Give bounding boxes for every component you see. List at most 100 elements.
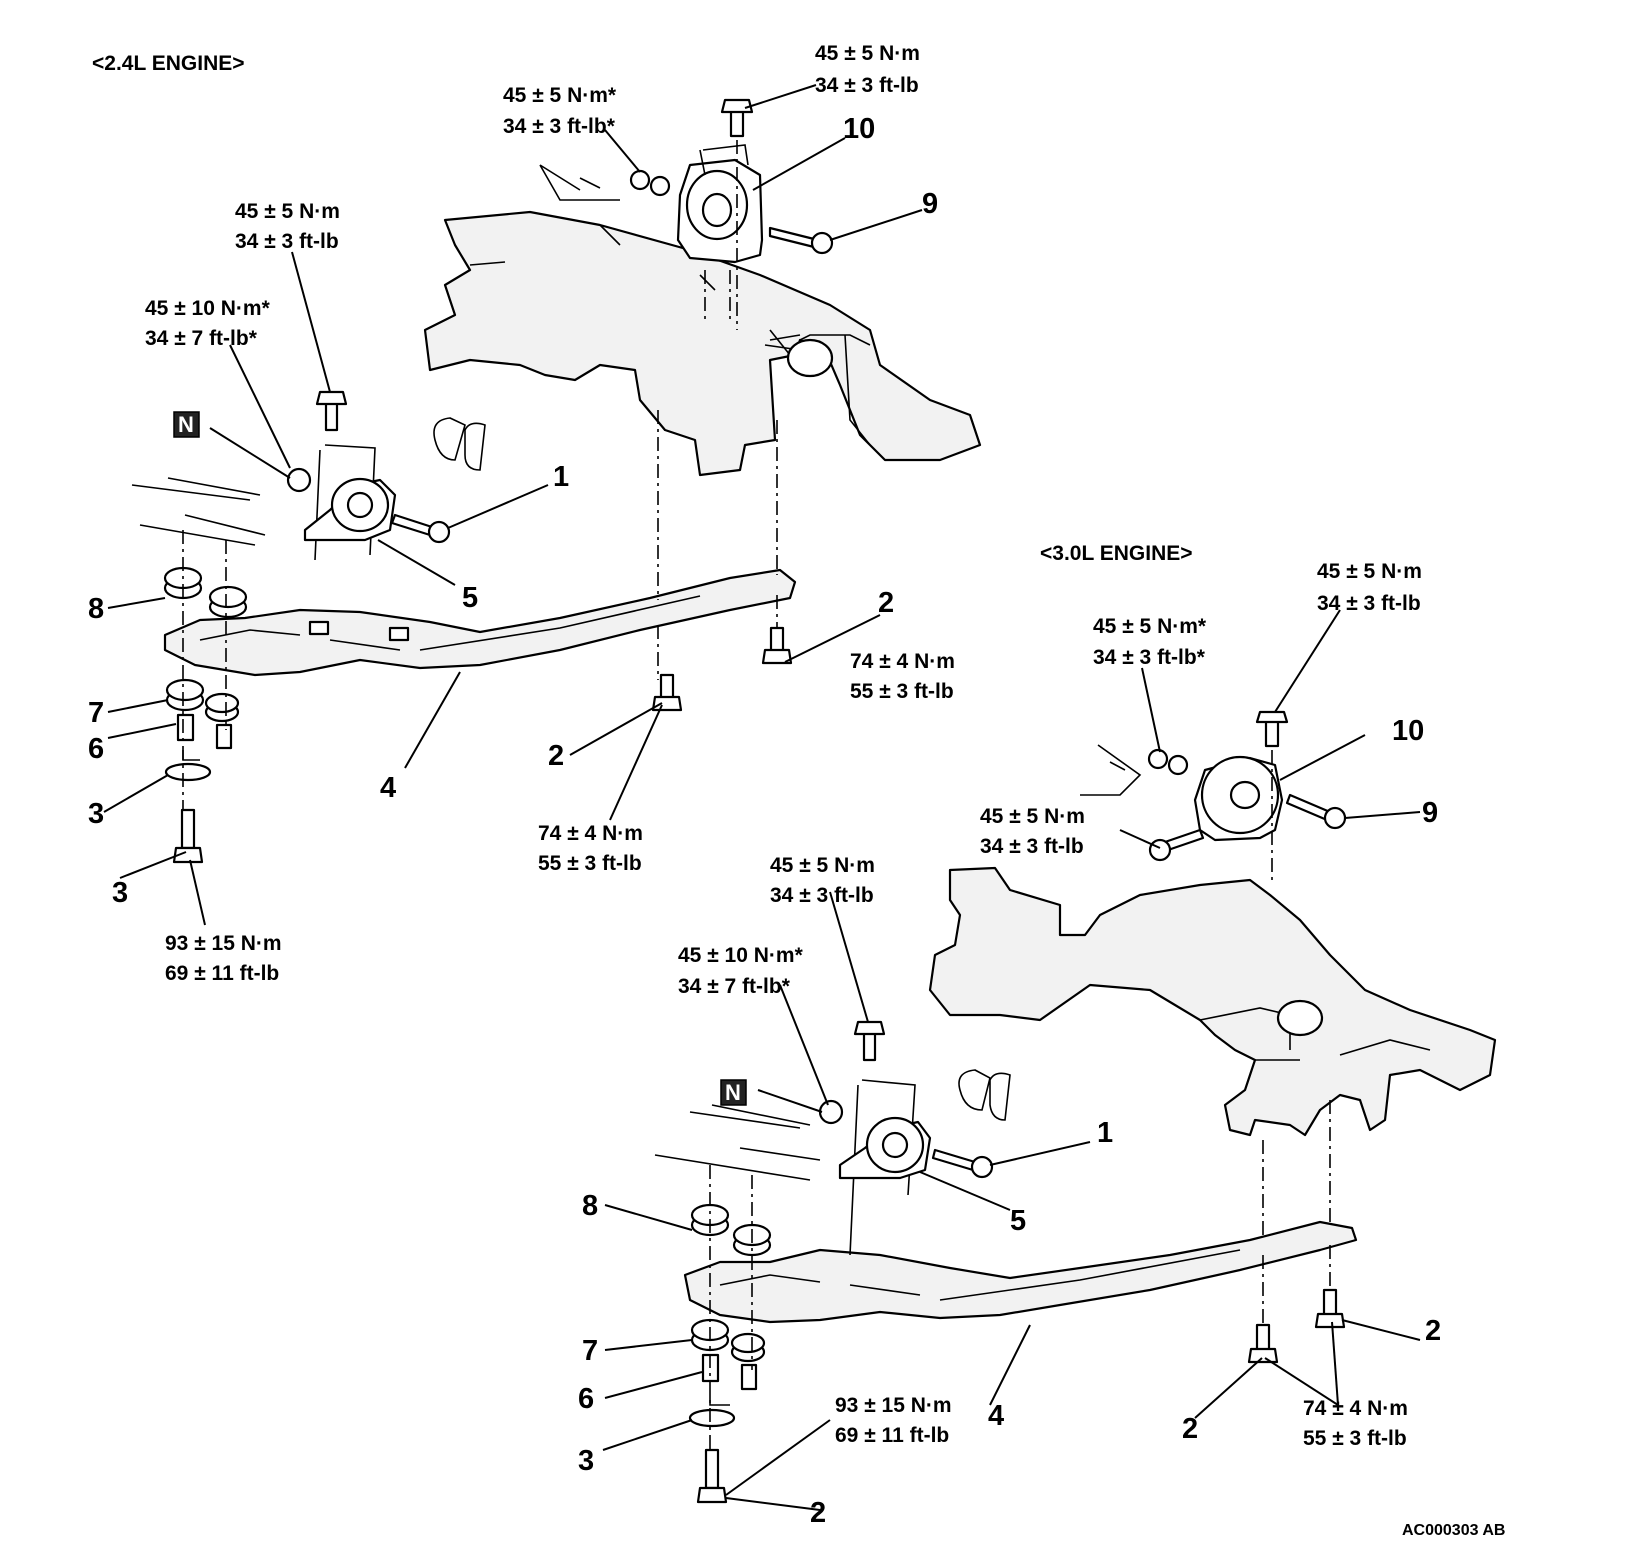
collar-6b-3-0l xyxy=(740,1363,758,1391)
guide-lines-3-0l xyxy=(654,1104,821,1181)
header-3-0l-engine: <3.0L ENGINE> xyxy=(1040,542,1193,565)
side-bolt-shank-3-0l xyxy=(1163,828,1205,852)
torque-bolt2-lower-3-0l-ftlb: 69 ± 11 ft-lb xyxy=(835,1424,949,1447)
engine-post-boss xyxy=(786,338,834,378)
mount-top-bolt-head-2-4l xyxy=(720,98,754,114)
torque-10-top-nm: 45 ± 5 N·m xyxy=(815,42,920,65)
crossmember-3-0l-detail xyxy=(719,1249,1241,1301)
torque-mount5-bolt-3-0l-nm: 45 ± 5 N·m xyxy=(770,854,875,877)
side-bolt-head-3-0l xyxy=(1148,838,1172,862)
label-8-3-0l: 8 xyxy=(582,1190,598,1222)
bolt-2b-shank-2-4l xyxy=(769,626,785,654)
torque-10-3-0l-nm: 45 ± 5 N·m xyxy=(1317,560,1422,583)
torque-bolt2b-nm: 74 ± 4 N·m xyxy=(850,650,955,673)
label-1-3-0l: 1 xyxy=(1097,1117,1113,1149)
engine-edge-lines xyxy=(469,224,716,291)
label-7-3-0l: 7 xyxy=(582,1335,598,1367)
label-9-2-4l: 9 xyxy=(922,188,938,220)
bracket-pair-3-0l xyxy=(958,1069,1011,1121)
label-10-2-4l: 10 xyxy=(843,113,875,145)
washer-3-3-0l xyxy=(688,1408,736,1428)
bolt-1-head-2-4l xyxy=(427,520,451,544)
guide-lines-2-4l xyxy=(131,477,266,546)
bolt-1-head-3-0l xyxy=(970,1155,994,1179)
crossmember-tab xyxy=(388,626,410,642)
rear-mount-3-0l-bushing-inner xyxy=(881,1131,909,1159)
torque-bolt2a-ftlb: 55 ± 3 ft-lb xyxy=(538,852,642,875)
torque-mount5-bolt-nm: 45 ± 5 N·m xyxy=(235,200,340,223)
crossmember-tab xyxy=(308,620,330,636)
label-4-2-4l: 4 xyxy=(380,772,396,804)
torque-side-bolt-3-0l-nm: 45 ± 5 N·m xyxy=(980,805,1085,828)
crossmember-4-2-4l xyxy=(163,568,797,677)
bolt-2a-3-0l-head xyxy=(1247,1347,1279,1364)
torque-bolt3-ftlb: 69 ± 11 ft-lb xyxy=(165,962,279,985)
centerline-jog xyxy=(709,1395,730,1406)
bushing-7b-3-0l-top xyxy=(730,1332,766,1354)
mount-top-bolt-3-0l xyxy=(1264,718,1280,748)
label-2b-2-4l: 2 xyxy=(878,587,894,619)
mount-5-bolt-head-3-0l xyxy=(853,1020,886,1036)
torque-nut-3-0l-nm: 45 ± 5 N·m* xyxy=(1093,615,1207,638)
bolt-2a-3-0l-shank xyxy=(1255,1323,1271,1353)
centerline-jog xyxy=(182,750,200,761)
bolt-2b-3-0l-shank xyxy=(1322,1288,1338,1318)
bolt-9-shank-2-4l xyxy=(768,226,820,250)
n-symbol-box-3-0l xyxy=(720,1079,747,1106)
engine-body-detail xyxy=(769,329,871,446)
engine-mount-3-0l-bushing-inner xyxy=(1229,780,1261,810)
bushing-7b-top xyxy=(204,692,240,714)
leaders-2-4l xyxy=(103,84,923,926)
label-9-3-0l: 9 xyxy=(1422,797,1438,829)
bolt-1-shank-3-0l xyxy=(931,1148,977,1172)
collar-6a-2-4l xyxy=(176,713,195,742)
torque-10-top-ftlb: 34 ± 3 ft-lb xyxy=(815,74,919,97)
torque-bolt2-3-0l-nm: 74 ± 4 N·m xyxy=(1303,1397,1408,1420)
bolt-3-shank-2-4l xyxy=(180,808,196,850)
n-symbol-2-4l: N xyxy=(178,412,194,437)
label-4-3-0l: 4 xyxy=(988,1400,1004,1432)
self-locking-nut-3-0l xyxy=(818,1099,844,1125)
mount-top-bolt-2-4l xyxy=(729,108,745,138)
bolt-9-head-2-4l xyxy=(810,231,834,255)
bushing-8b-top xyxy=(208,585,248,609)
label-8-2-4l: 8 xyxy=(88,593,104,625)
engine-mount-bracket xyxy=(699,144,749,176)
rear-mount-bushing-inner xyxy=(346,491,374,519)
torque-n-nut-ftlb: 34 ± 7 ft-lb* xyxy=(145,327,258,350)
bolt-3-0l-lower-head xyxy=(696,1486,728,1504)
label-2a-3-0l: 2 xyxy=(1182,1413,1198,1445)
self-locking-nut-2-4l xyxy=(286,467,312,493)
label-10-3-0l: 10 xyxy=(1392,715,1424,747)
crossmember-detail xyxy=(199,595,701,651)
label-5-3-0l: 5 xyxy=(1010,1205,1026,1237)
torque-n-nut-nm: 45 ± 10 N·m* xyxy=(145,297,271,320)
torque-mount5-bolt-3-0l-ftlb: 34 ± 3 ft-lb xyxy=(770,884,874,907)
nut-2-4l xyxy=(629,169,651,191)
label-3-3-0l: 3 xyxy=(578,1445,594,1477)
bracket-tab-2-4l xyxy=(539,164,620,201)
bolt-1-shank-2-4l xyxy=(390,513,434,537)
mount-5-bolt-head-2-4l xyxy=(315,390,348,406)
label-2-lower-3-0l: 2 xyxy=(810,1497,826,1529)
nut-3-0l xyxy=(1147,748,1169,770)
torque-n-nut-3-0l-nm: 45 ± 10 N·m* xyxy=(678,944,804,967)
bolt-2a-head-2-4l xyxy=(651,695,683,712)
torque-nut-ftlb: 34 ± 3 ft-lb* xyxy=(503,115,616,138)
torque-bolt3-nm: 93 ± 15 N·m xyxy=(165,932,282,955)
washer-2-4l xyxy=(649,175,671,197)
torque-bolt2-lower-3-0l-nm: 93 ± 15 N·m xyxy=(835,1394,952,1417)
washer-3-0l xyxy=(1167,754,1189,776)
label-2b-3-0l: 2 xyxy=(1425,1315,1441,1347)
bracket-pair-2-4l xyxy=(433,417,486,471)
bushing-7a-top xyxy=(165,678,205,702)
bracket-tab-3-0l xyxy=(1080,744,1142,796)
engine-body-2-4l xyxy=(423,210,982,477)
engine-body-3-0l xyxy=(928,866,1497,1137)
label-1-2-4l: 1 xyxy=(553,461,569,493)
torque-bolt2b-ftlb: 55 ± 3 ft-lb xyxy=(850,680,954,703)
crossmember-4-3-0l xyxy=(683,1220,1358,1324)
torque-nut-3-0l-ftlb: 34 ± 3 ft-lb* xyxy=(1093,646,1206,669)
bolt-2a-shank-2-4l xyxy=(659,673,675,701)
